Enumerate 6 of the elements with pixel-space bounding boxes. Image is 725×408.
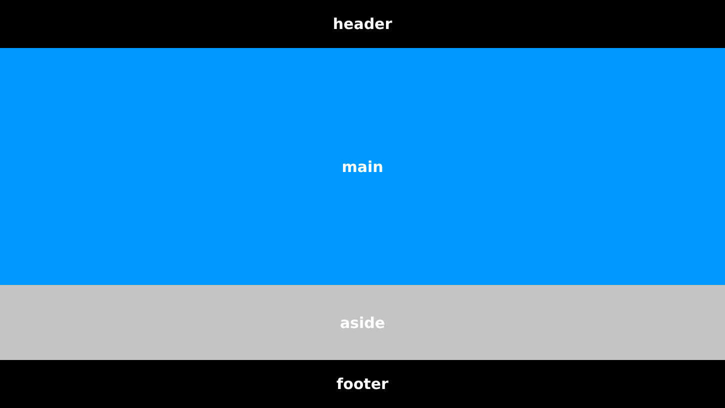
layout-region — [0, 285, 725, 360]
region-label: footer — [336, 375, 388, 393]
region-label: aside — [340, 314, 386, 332]
region-label: main — [342, 158, 384, 176]
region-label: header — [332, 15, 392, 33]
layout-region — [0, 48, 725, 285]
